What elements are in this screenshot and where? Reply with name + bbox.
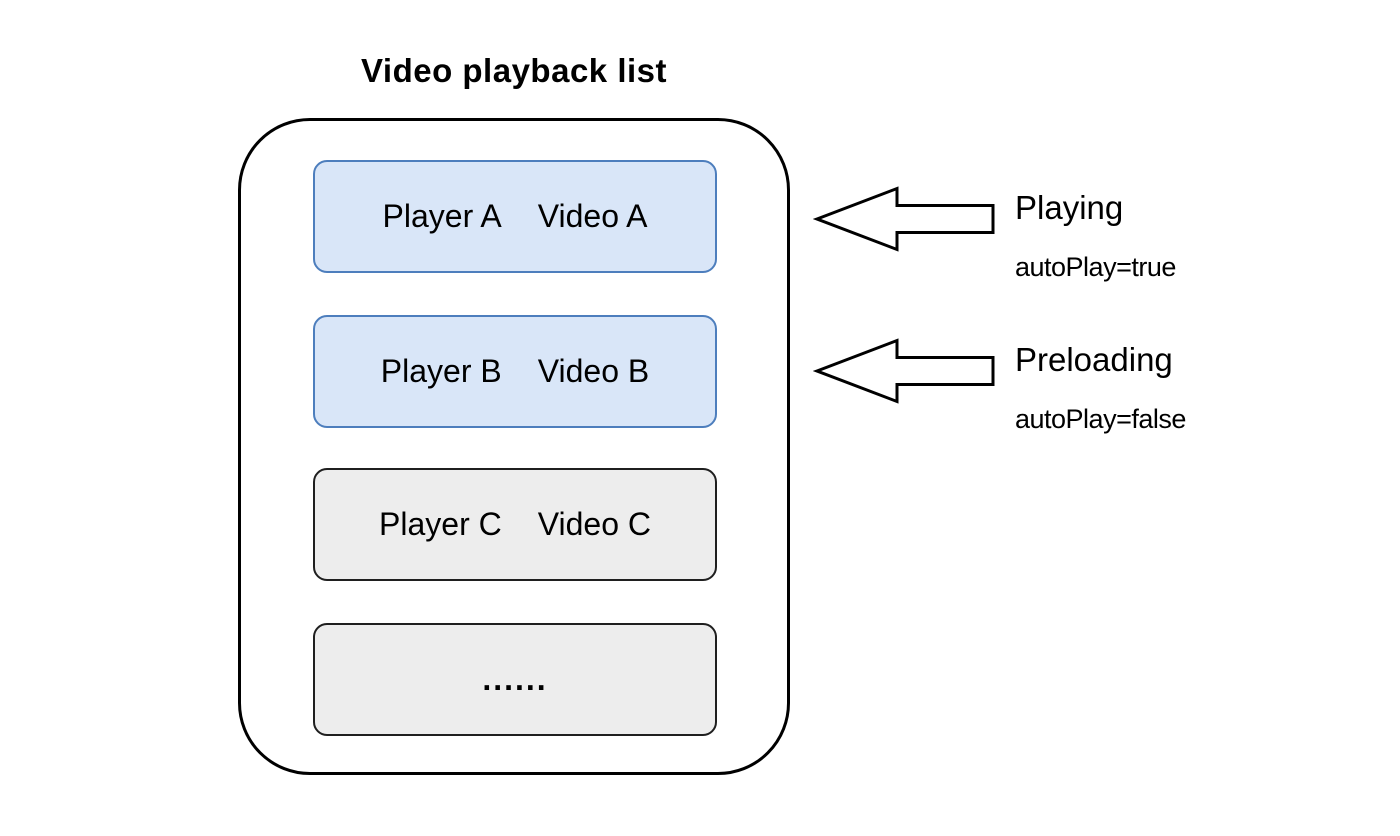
- player-box-b: Player B Video B: [313, 315, 717, 428]
- annotation-playing: Playing autoPlay=true: [1015, 188, 1176, 284]
- annotation-detail: autoPlay=true: [1015, 252, 1176, 282]
- player-label: Player C: [379, 506, 502, 542]
- player-box-a: Player A Video A: [313, 160, 717, 273]
- left-arrow-icon: [813, 186, 995, 252]
- player-box-c: Player C Video C: [313, 468, 717, 581]
- player-label: Player A: [382, 198, 502, 234]
- playback-list-container: Player A Video A Player B Video B Player…: [238, 118, 790, 775]
- annotation-label: Preloading: [1015, 341, 1173, 378]
- video-label: Video A: [537, 198, 648, 234]
- annotation-label: Playing: [1015, 189, 1124, 226]
- annotation-detail: autoPlay=false: [1015, 404, 1186, 434]
- player-box-more: ......: [313, 623, 717, 736]
- ellipsis-label: ......: [482, 661, 548, 697]
- diagram-title: Video playback list: [360, 52, 668, 89]
- video-label: Video B: [537, 353, 650, 389]
- player-label: Player B: [380, 353, 502, 389]
- annotation-preloading: Preloading autoPlay=false: [1015, 340, 1186, 436]
- video-label: Video C: [537, 506, 651, 542]
- left-arrow-icon: [813, 338, 995, 404]
